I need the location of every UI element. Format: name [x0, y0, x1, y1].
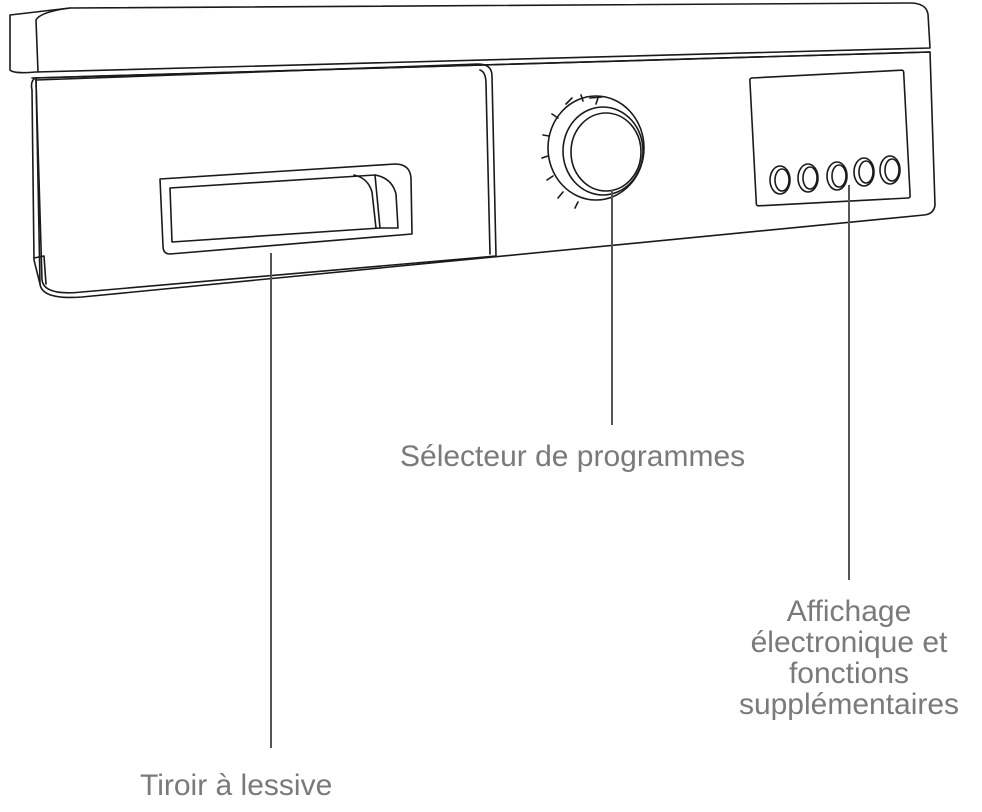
panel-top-cover-front-edge: [35, 7, 71, 73]
function-button-2: [797, 163, 819, 193]
detergent-drawer-label: Tiroir à lessive: [140, 769, 333, 802]
panel-fascia: [35, 51, 936, 299]
panel-top-cover: [9, 2, 931, 74]
drawer-handle-lip: [374, 174, 399, 229]
electronic-display-label-line: Affichage: [786, 595, 912, 628]
electronic-display-label-line: électronique et: [750, 626, 948, 659]
function-button-1: [769, 165, 791, 195]
drawer-handle-curve: [353, 174, 377, 229]
function-button-5: [879, 155, 901, 185]
electronic-display-label: Affichage électronique et fonctions supp…: [718, 596, 980, 720]
detergent-drawer-inner-edge: [479, 69, 491, 255]
drawer-handle-outer: [159, 163, 413, 255]
program-selector-knob[interactable]: [541, 94, 645, 209]
electronic-display-window: [749, 69, 911, 207]
function-button-4: [853, 157, 875, 187]
program-selector-label: Sélecteur de programmes: [400, 440, 746, 473]
drawer-handle-inner: [169, 174, 381, 243]
function-buttons[interactable]: [769, 155, 901, 195]
detergent-drawer-front: [35, 63, 497, 294]
electronic-display-label-line: fonctions: [788, 657, 910, 690]
panel-left-side: [30, 77, 41, 285]
panel-left-notch: [33, 255, 47, 285]
function-button-3: [826, 161, 848, 191]
electronic-display-label-line: supplémentaires: [738, 688, 960, 721]
